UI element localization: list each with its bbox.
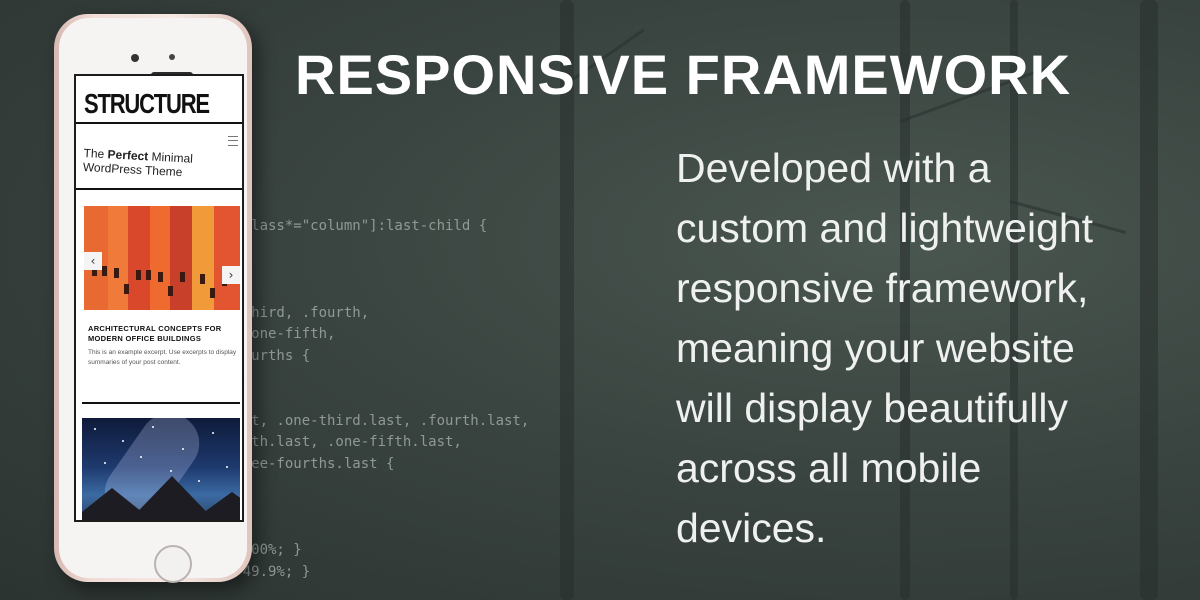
chevron-right-icon[interactable]: › — [222, 266, 240, 284]
chevron-left-icon[interactable]: ‹ — [84, 252, 102, 270]
home-button — [154, 545, 192, 583]
camera-icon — [131, 54, 139, 62]
featured-image: ‹ › — [84, 206, 240, 310]
hamburger-menu-icon[interactable] — [228, 136, 238, 146]
description-line: across all mobile — [676, 445, 982, 491]
description-line: custom and lightweight — [676, 205, 1094, 251]
description-line: will display beautifully — [676, 385, 1068, 431]
description-line: responsive framework, — [676, 265, 1089, 311]
description-line: devices. — [676, 505, 827, 551]
description-line: Developed with a — [676, 145, 991, 191]
post-divider — [82, 402, 240, 404]
tagline-divider — [76, 188, 242, 190]
sensor-icon — [169, 54, 175, 60]
phone-screen: STRUCTURE The Perfect Minimal WordPress … — [74, 74, 244, 522]
description-line: meaning your website — [676, 325, 1075, 371]
site-tagline: The Perfect Minimal WordPress Theme — [82, 146, 194, 180]
night-sky-image — [82, 418, 240, 520]
post-title[interactable]: ARCHITECTURAL CONCEPTS FOR MODERN OFFICE… — [88, 324, 222, 343]
header-divider — [76, 122, 242, 124]
site-logo: STRUCTURE — [84, 88, 210, 120]
page-heading: RESPONSIVE FRAMEWORK — [295, 43, 1072, 106]
description-text: Developed with a custom and lightweight re… — [676, 138, 1176, 558]
post-excerpt: This is an example excerpt. Use excerpts… — [88, 349, 237, 366]
